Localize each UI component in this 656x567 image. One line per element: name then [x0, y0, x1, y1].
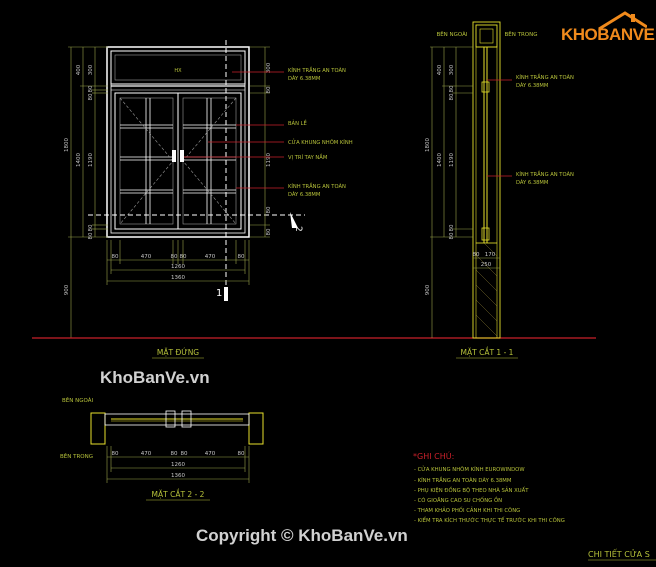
s11-label-glass-2-thickness: DÀY 6.38MM	[516, 179, 548, 186]
note-item: - KIỂM TRA KÍCH THƯỚC THỰC TẾ TRƯỚC KHI …	[414, 516, 565, 524]
label-hinge: BẢN LỀ	[288, 119, 307, 127]
s22-frame	[104, 413, 250, 426]
s11-dim-b80: 80	[473, 252, 480, 258]
section-1-1-view: BÊN NGOÀI BÊN TRONG 400 300 80 80 1400 1…	[425, 21, 574, 359]
dim-left-1800: 1800	[64, 138, 70, 152]
door-leaf-right	[177, 92, 242, 230]
dim-bottom-470b: 470	[205, 254, 216, 260]
handle-left-icon	[172, 150, 176, 162]
dim-bottom-470a: 470	[141, 254, 152, 260]
dim-right-80b: 80	[266, 206, 272, 213]
dim-left-80c: 80	[88, 224, 94, 231]
label-handle-position: VỊ TRÍ TAY NẮM	[288, 153, 327, 161]
s11-dim-80c: 80	[449, 224, 455, 231]
s22-width-outer: 1360	[171, 473, 185, 479]
s11-dim-1400: 1400	[437, 153, 443, 167]
roof-icon	[598, 11, 647, 31]
s11-dim-80d: 80	[449, 232, 455, 239]
s11-dim-80b: 80	[449, 93, 455, 100]
s11-label-glass-1-thickness: DÀY 6.38MM	[516, 82, 548, 89]
notes-block: *GHI CHÚ: - CỬA KHUNG NHÔM KÍNH EUROWIND…	[413, 450, 565, 524]
door-leaf-left	[114, 92, 179, 230]
section-2-2-view: BÊN NGOÀI BÊN TRONG 80 470 80 80 470 80 …	[60, 396, 264, 501]
s22-dim-80c: 80	[181, 451, 188, 457]
dim-width-inner: 1260	[171, 264, 185, 270]
dim-right-80a: 80	[266, 86, 272, 93]
section-mark-2: 2	[293, 226, 303, 232]
section-arrow-2-icon	[290, 212, 298, 228]
elevation-title: MẶT ĐỨNG	[157, 348, 199, 357]
s11-dim-1190: 1190	[449, 153, 455, 167]
dim-bottom-80b: 80	[171, 254, 178, 260]
copyright-text: Copyright © KhoBanVe.vn	[196, 526, 408, 545]
note-item: - PHỤ KIỆN ĐỒNG BỘ THEO NHÀ SẢN XUẤT	[414, 485, 529, 494]
dim-left-400: 400	[76, 64, 82, 75]
dim-bottom-80a: 80	[112, 254, 119, 260]
dim-left-300: 300	[88, 64, 94, 75]
dim-right-300: 300	[266, 62, 272, 73]
s22-outside: BÊN NGOÀI	[62, 396, 93, 404]
section11-title: MẶT CẮT 1 - 1	[461, 347, 514, 357]
section22-title: MẶT CẮT 2 - 2	[152, 489, 205, 499]
note-item: - THAM KHẢO PHỐI CẢNH KHI THI CÔNG	[414, 506, 520, 514]
label-frame: CỬA KHUNG NHÔM KÍNH	[288, 138, 353, 146]
label-glass-1-thickness: DÀY 6.38MM	[288, 75, 320, 82]
dim-left-1190: 1190	[88, 153, 94, 167]
section11-outside: BÊN NGOÀI	[436, 30, 467, 38]
s22-dim-470b: 470	[205, 451, 216, 457]
s22-dim-470a: 470	[141, 451, 152, 457]
s11-label-glass-2: KÍNH TRẮNG AN TOÀN	[516, 170, 574, 178]
section11-inside: BÊN TRONG	[505, 30, 538, 38]
s22-handle-left-icon	[165, 410, 176, 428]
s22-dim-80d: 80	[238, 451, 245, 457]
dim-bottom-80c: 80	[180, 254, 187, 260]
brand-logo: KHOBANVE	[561, 11, 655, 47]
dim-bottom-80d: 80	[238, 254, 245, 260]
s11-dim-b170: 170	[485, 252, 496, 258]
s22-inside: BÊN TRONG	[60, 452, 93, 460]
dim-right-80c: 80	[266, 228, 272, 235]
s11-dim-400: 400	[437, 64, 443, 75]
notes-title: *GHI CHÚ:	[413, 450, 454, 461]
s11-dim-900: 900	[425, 284, 431, 295]
transom-glass	[114, 54, 242, 81]
s22-wall-left	[90, 412, 106, 445]
s11-dim-1800: 1800	[425, 138, 431, 152]
section-mark-1: 1	[216, 288, 222, 299]
dim-left-80b: 80	[88, 93, 94, 100]
dim-left-1400: 1400	[76, 153, 82, 167]
elevation-view: HX	[64, 40, 353, 339]
s11-dim-80a: 80	[449, 85, 455, 92]
dim-left-80d: 80	[88, 232, 94, 239]
dim-right-1190: 1190	[266, 153, 272, 167]
note-item: - CÓ GIOĂNG CAO SU CHỐNG ỒN	[414, 495, 502, 504]
label-glass-1: KÍNH TRẮNG AN TOÀN	[288, 66, 346, 74]
watermark: KhoBanVe.vn	[100, 368, 210, 387]
handle-right-icon	[180, 150, 184, 162]
brand-logo-text: KHOBANVE	[561, 25, 655, 44]
section-arrow-1-icon	[224, 287, 228, 301]
dim-left-900: 900	[64, 284, 70, 295]
note-item: - KÍNH TRẮNG AN TOÀN DÀY 6.38MM	[414, 476, 512, 484]
s22-width-inner: 1260	[171, 462, 185, 468]
note-item: - CỬA KHUNG NHÔM KÍNH EUROWINDOW	[414, 465, 525, 473]
dim-left-80a: 80	[88, 85, 94, 92]
s22-dim-80b: 80	[171, 451, 178, 457]
footer-title: CHI TIẾT CỬA S	[588, 548, 650, 559]
transom-panel	[110, 50, 246, 85]
s11-dim-300: 300	[449, 64, 455, 75]
s22-wall-right	[248, 412, 264, 445]
s11-label-glass-1: KÍNH TRẮNG AN TOÀN	[516, 73, 574, 81]
s22-dim-80a: 80	[112, 451, 119, 457]
transom-label: HX	[174, 68, 182, 74]
dim-width-outer: 1360	[171, 275, 185, 281]
label-glass-2: KÍNH TRẮNG AN TOÀN	[288, 182, 346, 190]
label-glass-2-thickness: DÀY 6.38MM	[288, 191, 320, 198]
s22-handle-right-icon	[181, 410, 192, 428]
s11-dim-b250: 250	[481, 262, 492, 268]
